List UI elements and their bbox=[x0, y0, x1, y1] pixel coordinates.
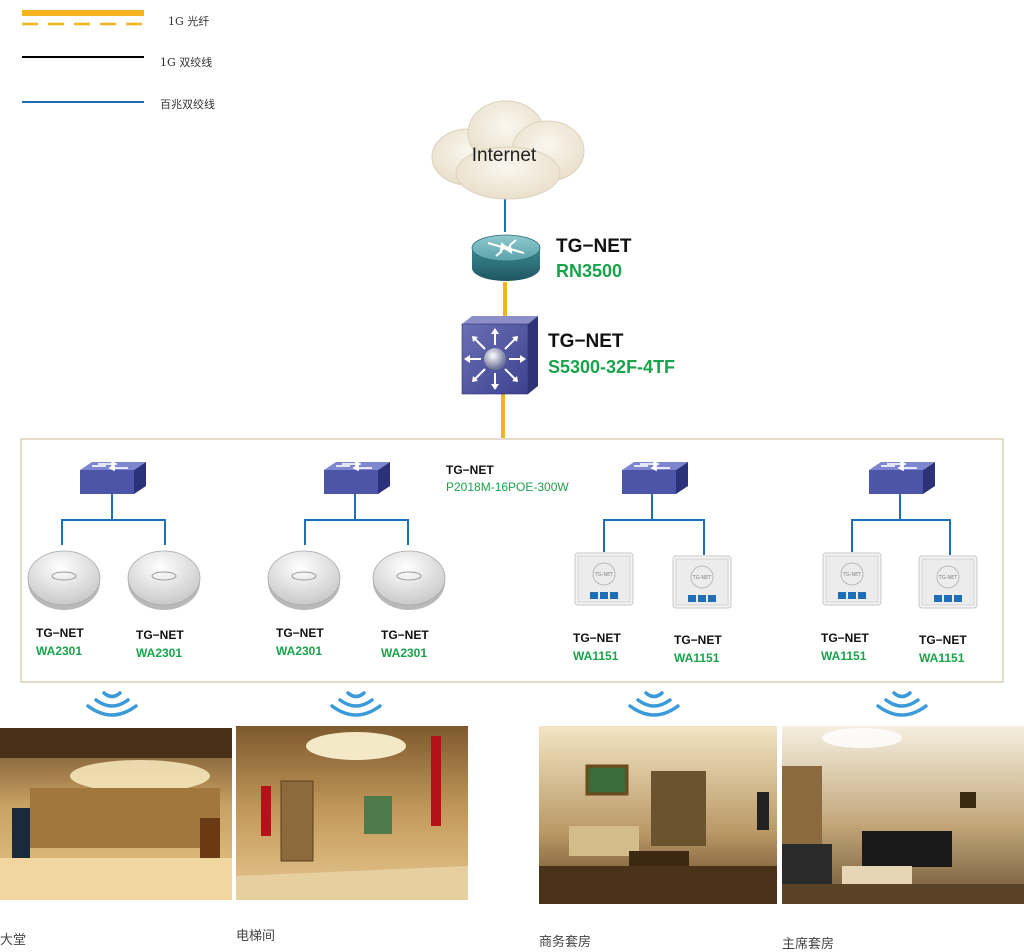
ap-brand-1: TG−NET bbox=[36, 626, 84, 640]
ap-brand-7: TG−NET bbox=[821, 631, 869, 645]
wifi-signal-icon bbox=[330, 691, 382, 717]
ap-brand-8: TG−NET bbox=[919, 633, 967, 647]
ap-model-3: WA2301 bbox=[276, 644, 323, 658]
business-suite-image bbox=[539, 726, 777, 904]
core-switch-model: S5300-32F-4TF bbox=[548, 357, 676, 377]
presidential-suite-image bbox=[782, 726, 1024, 904]
wall-ap-6: TG-NET bbox=[672, 555, 734, 611]
wall-ap-5: TG-NET bbox=[574, 552, 636, 608]
wall-ap-icon: TG-NET bbox=[822, 552, 882, 606]
poe-switch-brand: TG−NET bbox=[446, 463, 494, 477]
legend-label-fiber: 1G 光纤 bbox=[168, 15, 210, 28]
ap-model-6: WA1151 bbox=[674, 651, 720, 665]
ap-brand-5: TG−NET bbox=[573, 631, 621, 645]
ceiling-ap-3 bbox=[266, 548, 342, 612]
wifi-signal-icon bbox=[876, 691, 928, 717]
ceiling-ap-icon bbox=[127, 550, 201, 610]
ap-brand-4: TG−NET bbox=[381, 628, 429, 642]
area-label-presidential-suite: 主席套房 bbox=[782, 937, 835, 952]
ceiling-ap-2 bbox=[126, 548, 202, 612]
access-switch-1 bbox=[78, 460, 148, 496]
poe-switch-model: P2018M-16POE-300W bbox=[446, 480, 569, 494]
ceiling-ap-4 bbox=[371, 548, 447, 612]
area-label-business-suite: 商务套房 bbox=[539, 935, 592, 950]
wall-plate-text: TG-NET bbox=[938, 575, 959, 581]
wifi-icon-4 bbox=[874, 682, 930, 722]
ceiling-ap-icon bbox=[267, 550, 341, 610]
ap-model-7: WA1151 bbox=[821, 649, 867, 663]
access-switch-2 bbox=[322, 460, 392, 496]
core-switch-icon bbox=[461, 316, 538, 395]
photo-presidential-suite bbox=[782, 726, 1024, 904]
group-3-links bbox=[603, 493, 705, 555]
router-brand: TG−NET bbox=[556, 236, 632, 257]
wall-ap-icon: TG-NET bbox=[918, 555, 978, 609]
wall-plate-text: TG-NET bbox=[842, 572, 863, 578]
ap-brand-6: TG−NET bbox=[674, 633, 722, 647]
access-switch-4 bbox=[867, 460, 937, 496]
wall-ap-icon: TG-NET bbox=[672, 555, 732, 609]
area-label-lobby: 大堂 bbox=[0, 933, 27, 948]
legend-label-fast-ethernet: 百兆双绞线 bbox=[160, 98, 215, 111]
wall-plate-text: TG-NET bbox=[594, 572, 615, 578]
wall-ap-icon: TG-NET bbox=[574, 552, 634, 606]
wall-plate-text: TG-NET bbox=[692, 575, 713, 581]
wifi-icon-2 bbox=[328, 682, 384, 722]
router-icon bbox=[471, 234, 541, 281]
switch-icon bbox=[869, 460, 935, 494]
ap-model-8: WA1151 bbox=[919, 651, 965, 665]
legend-fiber-line bbox=[22, 10, 144, 26]
group-2-links bbox=[304, 493, 409, 545]
group-4-links bbox=[851, 493, 951, 555]
wifi-icon-1 bbox=[84, 682, 140, 722]
ceiling-ap-1 bbox=[26, 548, 102, 612]
wall-ap-8: TG-NET bbox=[918, 555, 980, 611]
router-model: RN3500 bbox=[556, 261, 623, 281]
elevator-hall-image bbox=[236, 726, 468, 900]
ceiling-ap-icon bbox=[27, 550, 101, 610]
switch-icon bbox=[622, 460, 688, 494]
photo-business-suite bbox=[539, 726, 777, 904]
ap-model-5: WA1151 bbox=[573, 649, 619, 663]
wifi-signal-icon bbox=[628, 691, 680, 717]
group-1-links bbox=[61, 493, 166, 545]
lobby-image bbox=[0, 728, 232, 900]
area-label-elevator-hall: 电梯间 bbox=[236, 929, 276, 944]
access-switch-3 bbox=[620, 460, 690, 496]
wifi-signal-icon bbox=[86, 691, 138, 717]
wifi-icon-3 bbox=[626, 682, 682, 722]
core-switch bbox=[458, 314, 540, 396]
internet-label: Internet bbox=[471, 145, 537, 166]
ap-brand-3: TG−NET bbox=[276, 626, 324, 640]
photo-elevator-hall bbox=[236, 726, 468, 900]
access-layer-frame bbox=[20, 438, 1004, 683]
cloud-icon bbox=[431, 100, 585, 200]
wall-ap-7: TG-NET bbox=[822, 552, 884, 608]
ap-brand-2: TG−NET bbox=[136, 628, 184, 642]
photo-lobby bbox=[0, 728, 232, 900]
router bbox=[468, 230, 544, 286]
ceiling-ap-icon bbox=[372, 550, 446, 610]
switch-icon bbox=[80, 460, 146, 494]
internet-cloud: Internet bbox=[428, 95, 588, 203]
ap-model-2: WA2301 bbox=[136, 646, 183, 660]
core-switch-brand: TG−NET bbox=[548, 331, 624, 352]
switch-icon bbox=[324, 460, 390, 494]
ap-model-4: WA2301 bbox=[381, 646, 428, 660]
ap-model-1: WA2301 bbox=[36, 644, 83, 658]
legend-label-twisted-pair: 1G 双绞线 bbox=[160, 56, 213, 69]
